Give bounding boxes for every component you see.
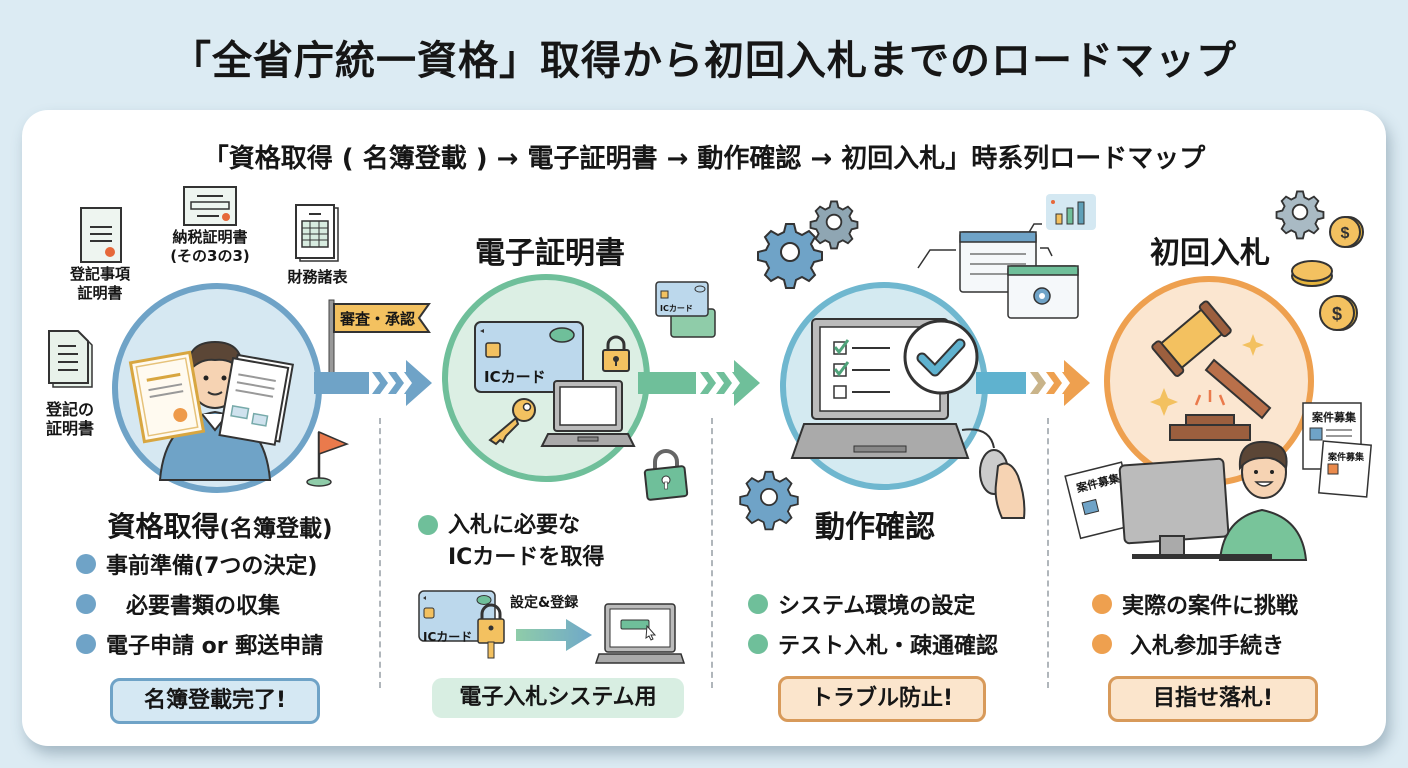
- stage2-bullet: 入札に必要な ICカードを取得: [418, 510, 604, 574]
- progress-arrow: [638, 360, 760, 406]
- bullet-text: システム環境の設定: [778, 594, 976, 619]
- bullet-text: 事前準備(7つの決定): [106, 554, 318, 579]
- doc-label-registration: 登記の 証明書: [45, 400, 94, 438]
- bullet-text: 電子申請 or 郵送申請: [106, 634, 324, 659]
- progress-arrow: [314, 360, 432, 406]
- stage1-bullet: 電子申請 or 郵送申請: [76, 628, 323, 660]
- bullet-text: 必要書類の収集: [126, 594, 281, 619]
- stage3-badge: トラブル防止!: [778, 676, 986, 722]
- bullet-dot: [1092, 594, 1112, 614]
- bid-paper-label: 案件募集: [1312, 411, 1356, 424]
- bid-paper-label: 案件募集: [1328, 453, 1365, 463]
- gear-icon: [739, 470, 799, 531]
- stage1-title-main: 資格取得: [107, 510, 220, 543]
- ic-card-lock-icon: [418, 590, 505, 659]
- bullet-dot: [748, 594, 768, 614]
- page-title: 「全省庁統一資格」取得から初回入札までのロードマップ: [171, 38, 1237, 84]
- stage4-bullet: 入札参加手続き: [1092, 628, 1284, 660]
- svg-text:$: $: [1332, 304, 1342, 324]
- stage4-bullet: 実際の案件に挑戦: [1092, 588, 1298, 620]
- doc-label-financial: 財務諸表: [287, 268, 348, 286]
- gear-icon: [757, 223, 823, 289]
- gear-icon: [809, 200, 859, 250]
- stage1-title: 資格取得(名簿登載): [70, 505, 370, 545]
- bullet-text-line2: ICカードを取得: [448, 545, 605, 570]
- coin-icon: $: [1329, 216, 1364, 248]
- spreadsheet-icon: [295, 204, 339, 262]
- stage3-bullet: システム環境の設定: [748, 588, 975, 620]
- green-padlock-icon: [643, 449, 689, 501]
- ic-cards-stack-icon: [655, 281, 716, 338]
- certificate-held-icon: [128, 350, 206, 444]
- document-icon: [48, 330, 93, 388]
- svg-text:$: $: [1341, 225, 1350, 242]
- bullet-dot: [76, 594, 96, 614]
- certificate-icon: [183, 186, 237, 226]
- goal-flag-icon: [306, 430, 350, 487]
- browser-windows-icon: [917, 194, 1096, 319]
- roadmap-subtitle: 「資格取得 ( 名簿登載 ) → 電子証明書 → 動作確認 → 初回入札」時系列…: [202, 144, 1206, 174]
- document-held-icon: [218, 353, 295, 446]
- gear-icon: [1275, 190, 1325, 240]
- bid-paper-icon: [1318, 440, 1372, 498]
- mouse-hand-icon: [961, 428, 1026, 519]
- stage3-bullet: テスト入札・疎通確認: [748, 628, 998, 660]
- approval-flag-icon: [328, 299, 431, 379]
- certificate-icon: [80, 207, 122, 263]
- stage2-badge: 電子入札システム用: [432, 678, 684, 718]
- coin-icon: $: [1319, 295, 1358, 331]
- stage3-title: 動作確認: [815, 510, 935, 545]
- ic-card-label: ICカード: [484, 368, 546, 386]
- bullet-dot: [418, 515, 438, 535]
- stage-divider: [711, 418, 713, 688]
- system-laptop-icon: [594, 603, 686, 664]
- bullet-dot: [76, 634, 96, 654]
- bidder-person-illustration: [1118, 440, 1308, 561]
- stage1-title-sub: (名簿登載): [219, 516, 333, 542]
- key-icon: [488, 398, 536, 446]
- bullet-dot: [76, 554, 96, 574]
- checkmark-badge-icon: [903, 319, 979, 395]
- setup-register-label: 設定&登録: [510, 595, 579, 611]
- doc-label-tax: 納税証明書 (その3の3): [170, 228, 250, 265]
- bullet-dot: [748, 634, 768, 654]
- bullet-text: テスト入札・疎通確認: [778, 634, 999, 659]
- stage4-title: 初回入札: [1150, 236, 1270, 271]
- stage1-badge: 名簿登載完了!: [110, 678, 320, 724]
- stage4-badge: 目指せ落札!: [1108, 676, 1318, 722]
- bullet-text-line1: 入札に必要な: [448, 513, 581, 538]
- bullet-text: 実際の案件に挑戦: [1122, 594, 1299, 619]
- setup-arrow: [516, 619, 592, 651]
- bid-paper-icon: [1064, 461, 1138, 540]
- stage-divider: [379, 418, 381, 688]
- padlock-icon: [602, 335, 630, 372]
- coin-icon: [1291, 260, 1333, 287]
- stage-divider: [1047, 418, 1049, 688]
- small-ic-card-label: ICカード: [660, 304, 693, 313]
- gavel-icon: [1150, 300, 1272, 441]
- setup-card-label: ICカード: [423, 630, 473, 644]
- approval-flag-label: 審査・承認: [340, 310, 416, 328]
- bullet-text: 入札参加手続き: [1130, 634, 1285, 659]
- ic-card-icon: [474, 321, 584, 393]
- stage1-bullet: 必要書類の収集: [76, 588, 280, 620]
- doc-label-registry: 登記事項 証明書: [69, 265, 130, 302]
- stage2-title: 電子証明書: [475, 236, 625, 271]
- progress-arrow: [976, 360, 1090, 406]
- bullet-dot: [1092, 634, 1112, 654]
- laptop-icon: [540, 380, 636, 447]
- stage1-bullet: 事前準備(7つの決定): [76, 548, 317, 580]
